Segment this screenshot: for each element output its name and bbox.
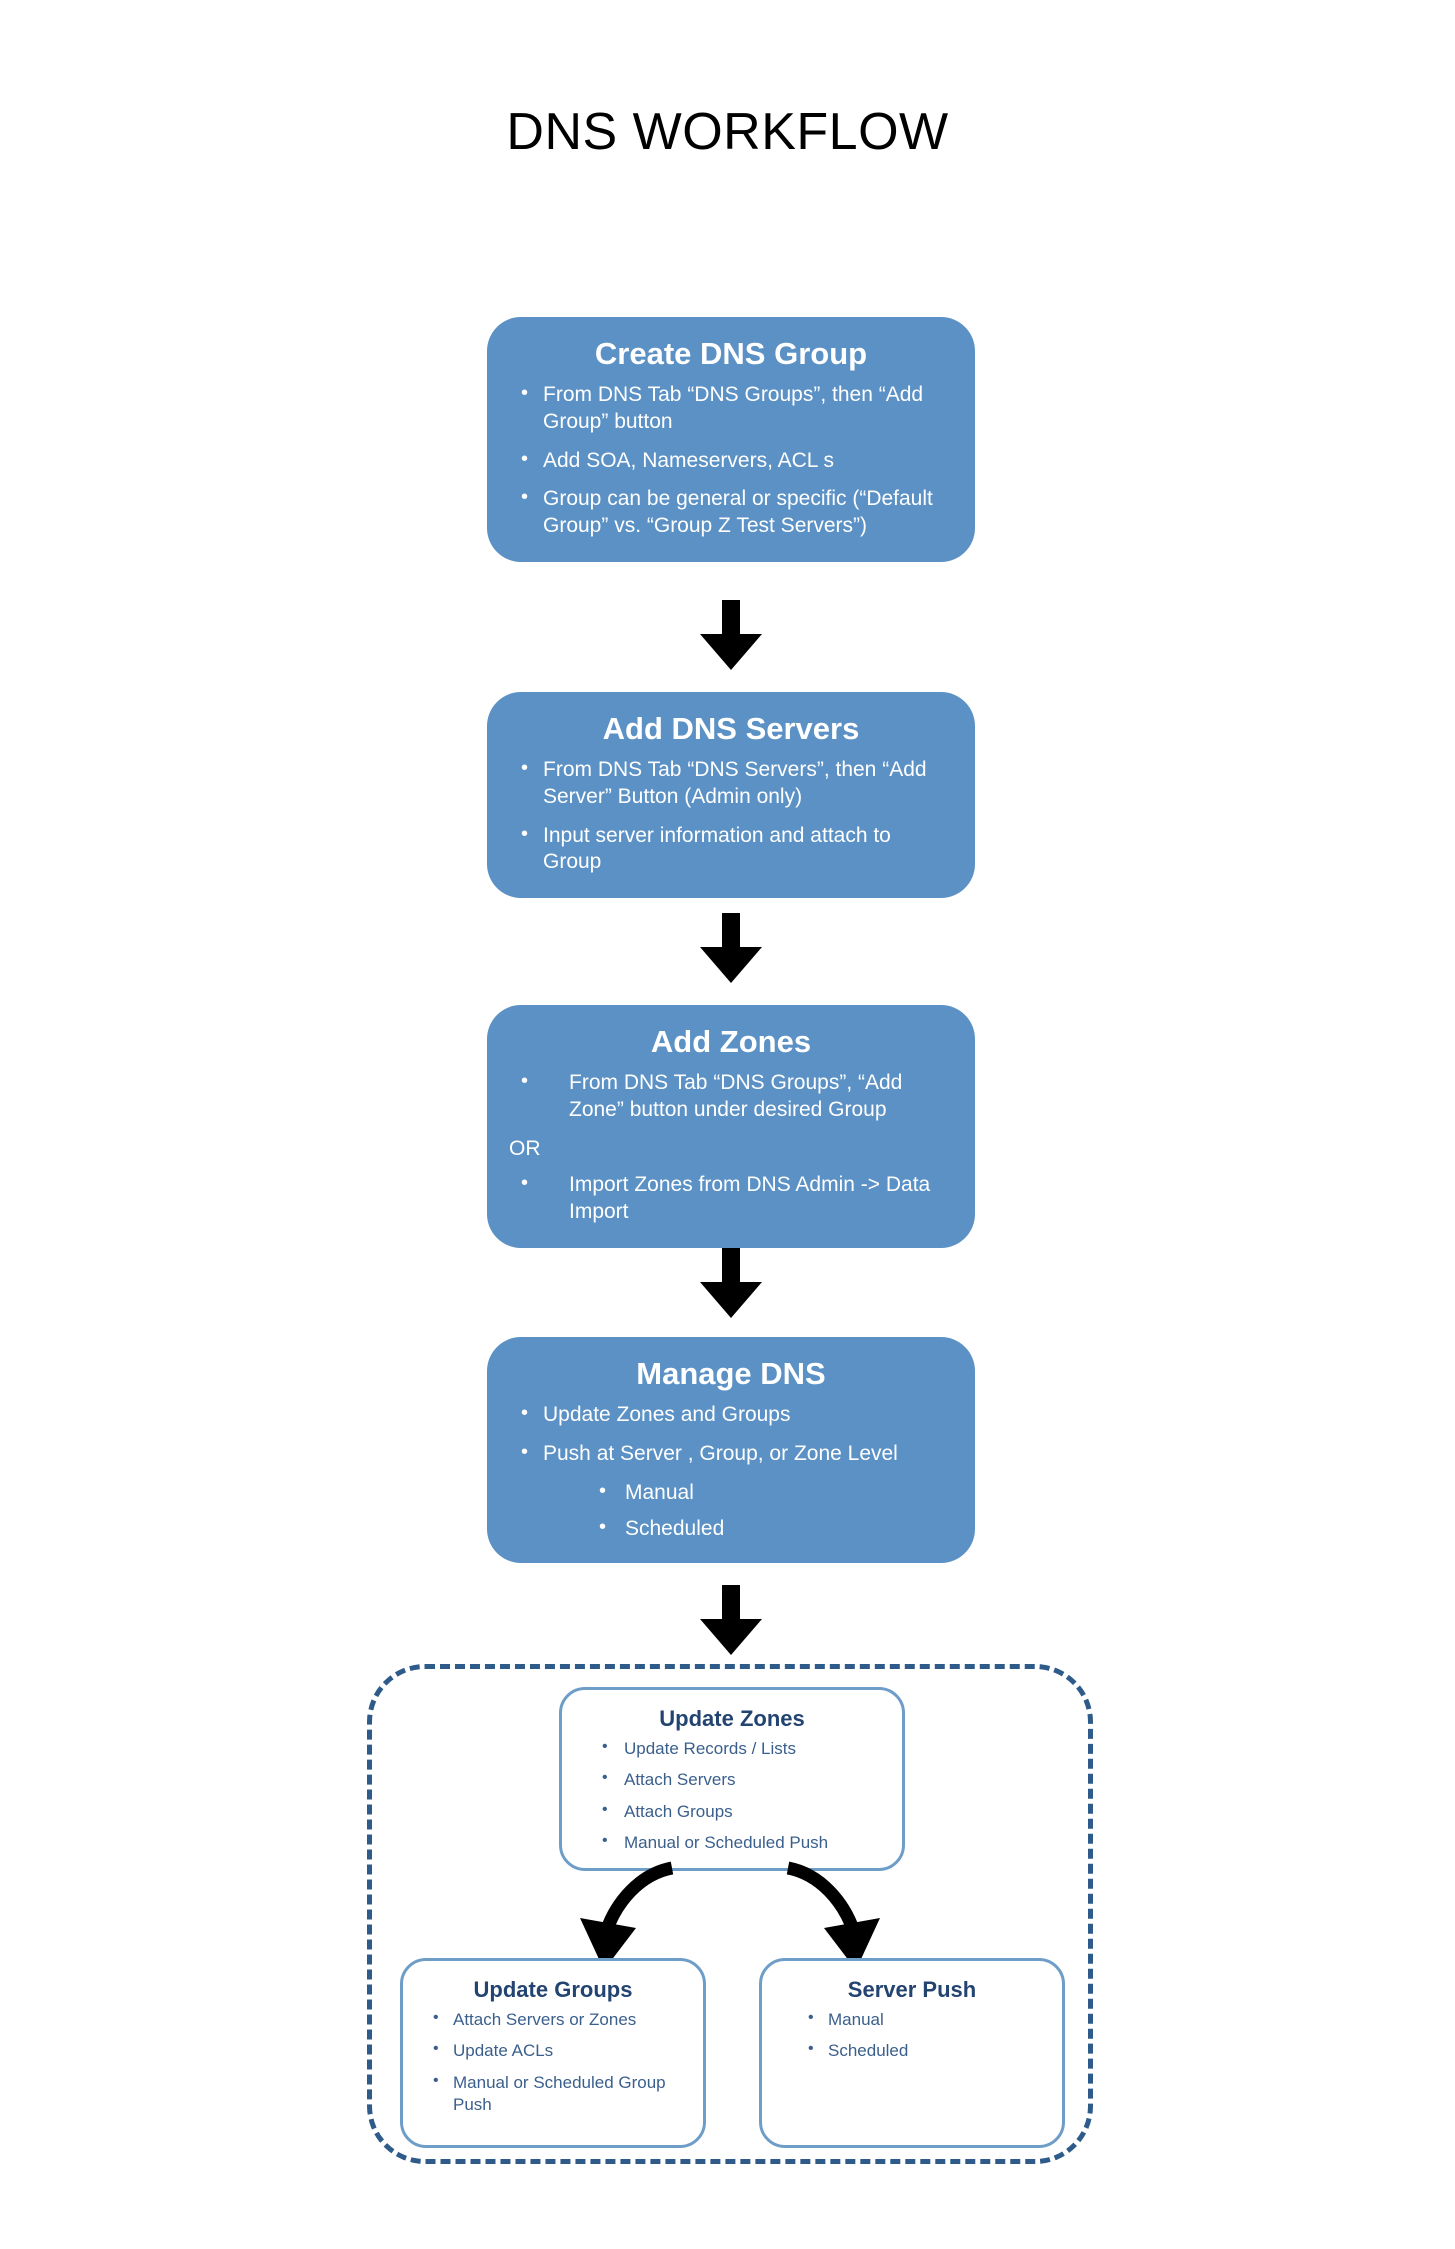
sub-bullet-list: Attach Servers or Zones Update ACLs Manu… bbox=[403, 2008, 703, 2116]
process-bullet-list: From DNS Tab “DNS Groups”, “Add Zone” bu… bbox=[487, 1069, 975, 1124]
sub-bullet-list: Manual Scheduled bbox=[762, 2008, 1062, 2062]
bullet-item: Attach Servers or Zones bbox=[403, 2008, 703, 2031]
process-box-add-dns-servers[interactable]: Add DNS Servers From DNS Tab “DNS Server… bbox=[487, 692, 975, 899]
arrow-head bbox=[700, 1282, 762, 1318]
arrow-shaft bbox=[722, 913, 740, 951]
dashed-group-container bbox=[367, 1664, 1093, 2164]
page-title: DNS WORKFLOW bbox=[506, 103, 949, 161]
bullet-item: Push at Server , Group, or Zone Level bbox=[487, 1440, 975, 1468]
process-bullet-list-secondary: Import Zones from DNS Admin -> Data Impo… bbox=[487, 1171, 975, 1226]
arrow-shaft bbox=[722, 1248, 740, 1286]
curved-arrow-left-path bbox=[599, 1861, 674, 1935]
flow-arrow-down-icon bbox=[700, 1248, 762, 1318]
curved-arrow-right-head bbox=[824, 1918, 880, 1970]
bullet-item: Manual bbox=[487, 1479, 975, 1507]
process-box-manage-dns[interactable]: Manage DNS Update Zones and Groups Push … bbox=[487, 1337, 975, 1564]
bullet-item: Attach Groups bbox=[562, 1800, 902, 1823]
flow-arrow-down-icon bbox=[700, 913, 762, 983]
bullet-item: Manual bbox=[762, 2008, 1062, 2031]
curved-arrow-right-path bbox=[786, 1861, 861, 1935]
process-title: Manage DNS bbox=[636, 1356, 826, 1391]
arrow-head bbox=[700, 947, 762, 983]
process-box-add-zones[interactable]: Add Zones From DNS Tab “DNS Groups”, “Ad… bbox=[487, 1005, 975, 1249]
arrow-head bbox=[700, 1619, 762, 1655]
sub-box-server-push[interactable]: Server Push Manual Scheduled bbox=[759, 1958, 1065, 2148]
flow-arrow-down-icon bbox=[700, 600, 762, 670]
bullet-item: Scheduled bbox=[762, 2039, 1062, 2062]
separator-or: OR bbox=[509, 1136, 541, 1160]
sub-box-title: Update Groups bbox=[473, 1977, 633, 2002]
bullet-item: Update Zones and Groups bbox=[487, 1401, 975, 1429]
bullet-item: Import Zones from DNS Admin -> Data Impo… bbox=[487, 1171, 975, 1226]
flow-arrow-down-icon bbox=[700, 1585, 762, 1655]
process-bullet-list: Update Zones and Groups Push at Server ,… bbox=[487, 1401, 975, 1544]
process-title: Add DNS Servers bbox=[602, 711, 860, 746]
arrow-shaft bbox=[722, 600, 740, 638]
process-bullet-list: From DNS Tab “DNS Servers”, then “Add Se… bbox=[487, 756, 975, 877]
arrow-shaft bbox=[722, 1585, 740, 1623]
bullet-item: From DNS Tab “DNS Groups”, then “Add Gro… bbox=[487, 381, 975, 436]
sub-box-title: Server Push bbox=[847, 1977, 977, 2002]
bullet-item: Manual or Scheduled Group Push bbox=[403, 2071, 703, 2116]
process-box-create-dns-group[interactable]: Create DNS Group From DNS Tab “DNS Group… bbox=[487, 317, 975, 563]
bullet-item: Update Records / Lists bbox=[562, 1737, 902, 1760]
arrow-head bbox=[700, 634, 762, 670]
process-title: Add Zones bbox=[650, 1024, 812, 1059]
bullet-item: From DNS Tab “DNS Groups”, “Add Zone” bu… bbox=[487, 1069, 975, 1124]
sub-box-update-groups[interactable]: Update Groups Attach Servers or Zones Up… bbox=[400, 1958, 706, 2148]
sub-bullet-list: Update Records / Lists Attach Servers At… bbox=[562, 1737, 902, 1854]
sub-box-update-zones[interactable]: Update Zones Update Records / Lists Atta… bbox=[559, 1687, 905, 1871]
bullet-item: From DNS Tab “DNS Servers”, then “Add Se… bbox=[487, 756, 975, 811]
process-title: Create DNS Group bbox=[594, 336, 868, 371]
bullet-item: Update ACLs bbox=[403, 2039, 703, 2062]
branch-arrows-group bbox=[580, 1861, 880, 1970]
bullet-item: Manual or Scheduled Push bbox=[562, 1831, 902, 1854]
curved-arrow-left-head bbox=[580, 1918, 636, 1970]
sub-box-title: Update Zones bbox=[659, 1706, 805, 1731]
bullet-item: Input server information and attach to G… bbox=[487, 822, 975, 877]
bullet-item: Add SOA, Nameservers, ACL s bbox=[487, 447, 975, 475]
process-bullet-list: From DNS Tab “DNS Groups”, then “Add Gro… bbox=[487, 381, 975, 540]
bullet-item: Attach Servers bbox=[562, 1768, 902, 1791]
bullet-item: Group can be general or specific (“Defau… bbox=[487, 485, 975, 540]
bullet-item: Scheduled bbox=[487, 1515, 975, 1543]
